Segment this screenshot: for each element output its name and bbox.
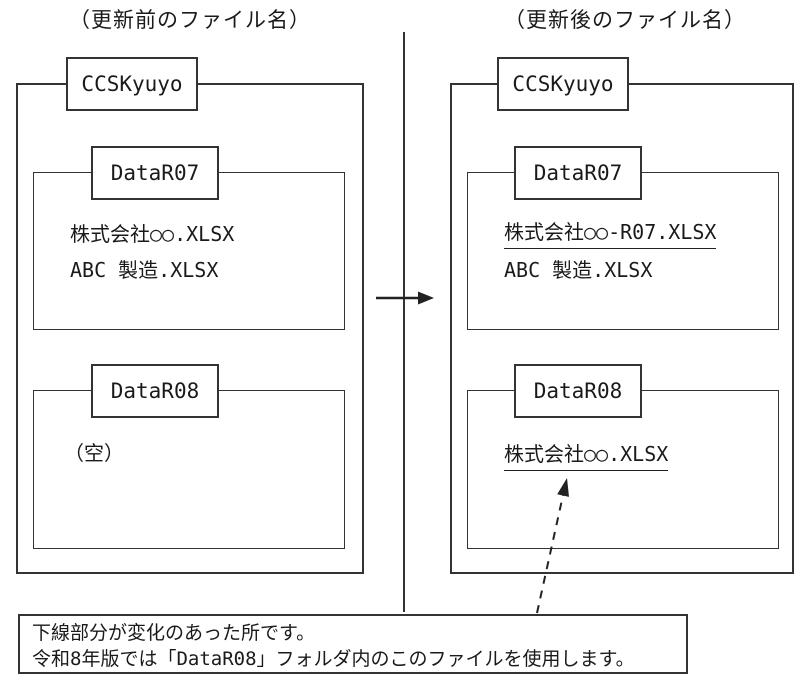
after-datar08-folder-label: DataR08 [514,364,642,418]
after-root-folder-label: CCSKyuyo [497,57,629,111]
note-line-2: 令和8年版では「DataR08」フォルダ内のこのファイルを使用します。 [32,648,635,670]
before-title: （更新前のファイル名） [69,8,311,32]
file-name-changed: 株式会社○○.XLSX [504,438,669,471]
after-datar07-folder-label: DataR07 [514,146,642,200]
before-datar08-folder-label: DataR08 [91,364,219,418]
center-divider [403,32,405,612]
note-line-1: 下線部分が変化のあった所です。 [32,622,316,644]
note-box: 下線部分が変化のあった所です。 令和8年版では「DataR08」フォルダ内のこの… [18,614,688,674]
after-title: （更新後のファイル名） [504,8,746,32]
before-root-folder-label: CCSKyuyo [66,57,198,111]
file-name-changed: 株式会社○○-R07.XLSX [504,216,717,249]
file-name: ABC 製造.XLSX [504,258,653,282]
empty-folder-label: （空） [64,441,124,465]
file-name: 株式会社○○.XLSX [70,222,235,246]
file-name: ABC 製造.XLSX [70,258,219,282]
transform-arrow-icon [376,291,434,305]
before-datar07-folder-label: DataR07 [91,146,219,200]
